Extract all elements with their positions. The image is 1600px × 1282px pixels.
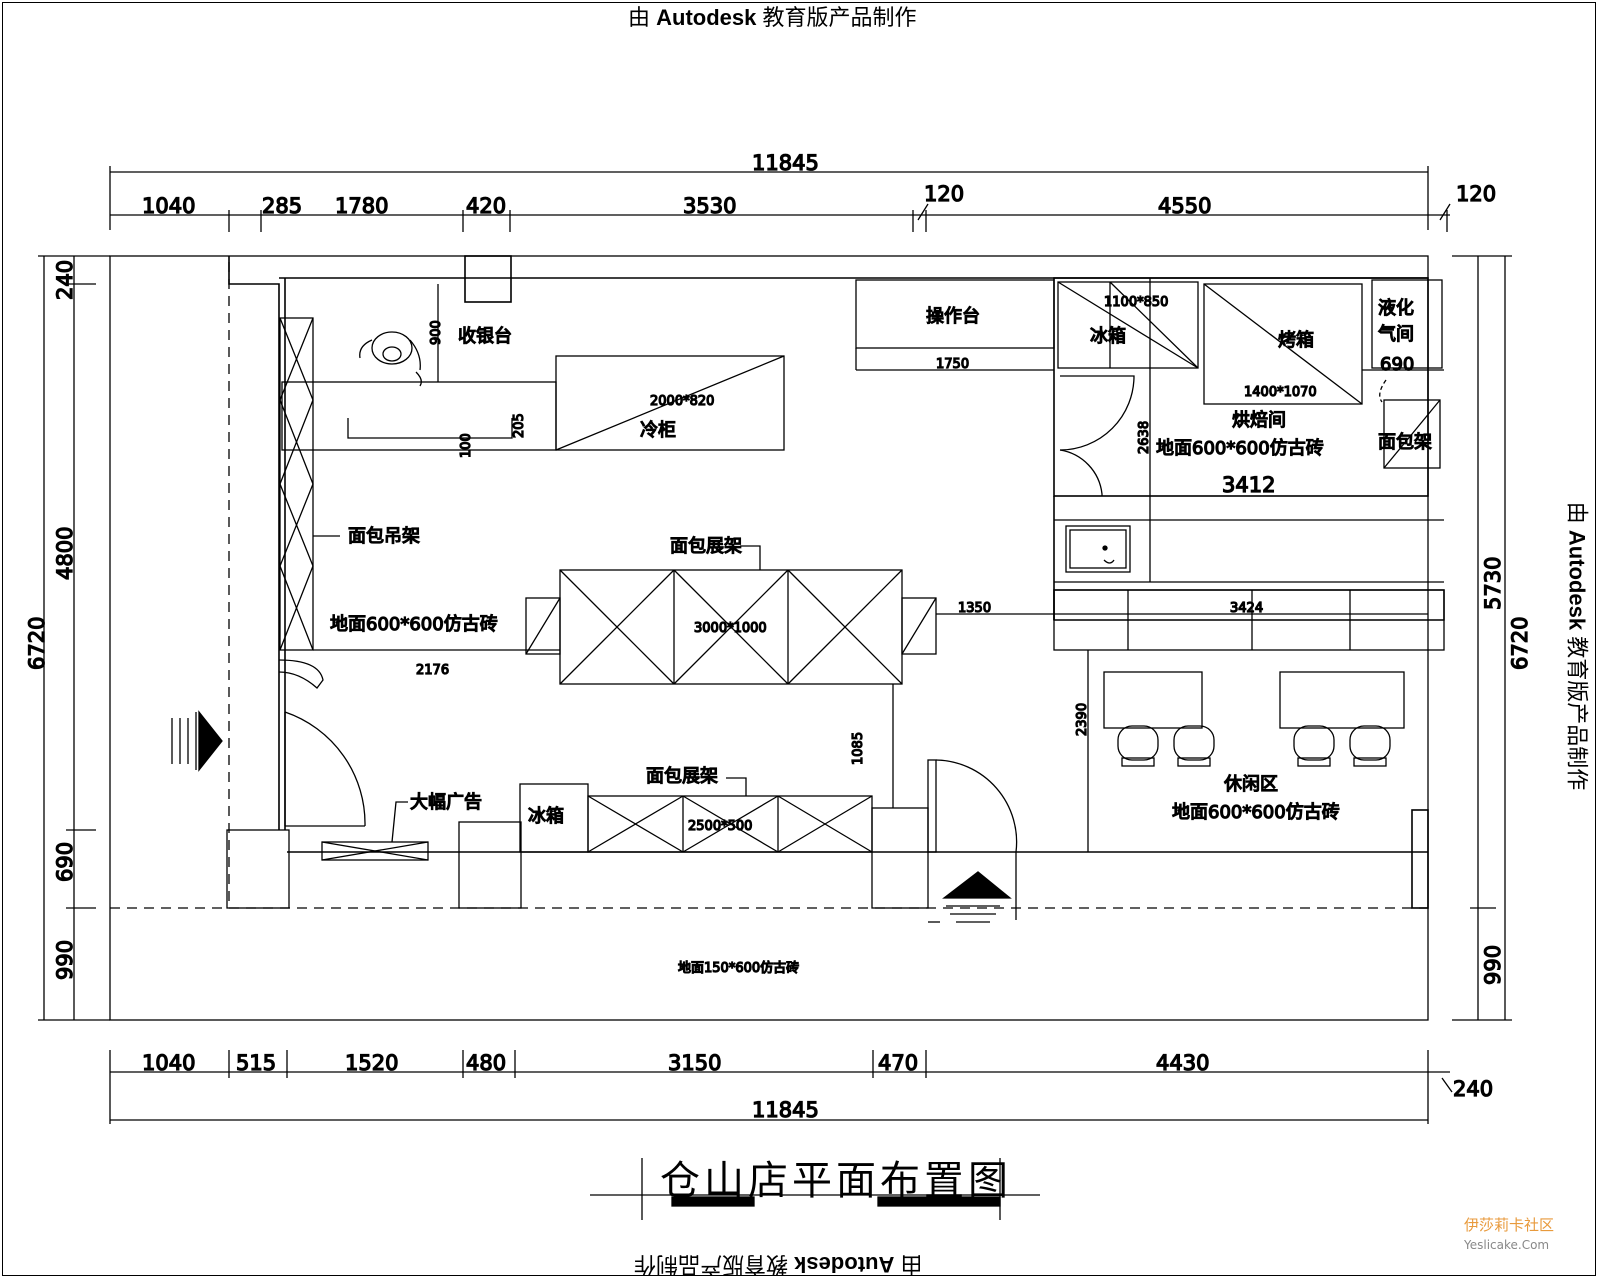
main-floor-label: 地面600*600仿古砖	[330, 614, 498, 635]
dim-205: 205	[512, 413, 527, 438]
dim-bottom-total: 11845	[752, 1098, 819, 1122]
fridge1-label: 冰箱	[1090, 326, 1126, 347]
display1-size: 3000*1000	[694, 621, 767, 636]
site-boundary	[109, 255, 1429, 1021]
dim-1350: 1350	[958, 601, 991, 616]
operation-table: 操作台 1750	[855, 279, 1055, 373]
dim-left-total: 6720	[25, 617, 49, 670]
chair	[1293, 725, 1335, 767]
dim-bottom-5: 3150	[668, 1051, 721, 1075]
dim-left-1: 240	[53, 260, 77, 300]
dim-right-total: 6720	[1508, 617, 1532, 670]
dim-2390: 2390	[1075, 703, 1090, 736]
dim-right-2: 990	[1481, 945, 1505, 985]
dim-top-5: 3530	[683, 194, 736, 218]
title-underline	[590, 1158, 1040, 1220]
bread-rack-room-label: 面包架	[1378, 432, 1432, 453]
display2-size: 2500*500	[688, 819, 752, 834]
bake-dim-h: 2638	[1137, 421, 1152, 454]
banner-ad: 大幅广告	[321, 791, 483, 861]
dim-left-4: 990	[53, 940, 77, 980]
dim-bottom-4: 480	[466, 1051, 506, 1075]
oven-label: 烤箱	[1278, 330, 1314, 351]
bread-hanging-rack: 面包吊架	[279, 317, 421, 651]
dim-top-1: 1040	[142, 194, 195, 218]
dim-left-3: 690	[53, 842, 77, 882]
entry-arrow-main[interactable]	[942, 871, 1012, 923]
cashier-label: 收银台	[458, 326, 512, 347]
dim-right-1: 5730	[1481, 557, 1505, 610]
dim-top-total: 11845	[752, 151, 819, 175]
oven-size: 1400*1070	[1244, 385, 1317, 400]
counter-row: 3424	[1053, 589, 1445, 651]
dim-bottom-3: 1520	[345, 1051, 398, 1075]
fridge1-size: 1100*850	[1104, 295, 1168, 310]
bread-display-rack-1: 面包展架 3000*1000	[525, 535, 937, 685]
bread-display-rack-2: 面包展架 2500*500	[587, 765, 873, 853]
rest-floor-label: 地面600*600仿古砖	[1172, 802, 1340, 823]
dim-top-8: 120	[1456, 182, 1496, 206]
rest-area-label: 休闲区	[1224, 774, 1278, 795]
dimension-left: 240 4800 6720 690 990	[24, 255, 110, 1021]
dim-bottom-1: 1040	[142, 1051, 195, 1075]
dim-3424: 3424	[1230, 601, 1263, 616]
banner-label: 大幅广告	[410, 792, 482, 813]
chair	[1349, 725, 1391, 767]
watermark-top: 由 Autodesk 教育版产品制作	[628, 5, 917, 30]
bake-room-floor: 地面600*600仿古砖	[1156, 438, 1324, 459]
dim-bottom-6: 470	[878, 1051, 918, 1075]
dim-100: 100	[459, 433, 474, 458]
dim-top-4: 420	[466, 194, 506, 218]
pillar-2	[458, 821, 522, 909]
bake-room-label: 烘焙间	[1232, 410, 1286, 431]
display2-label: 面包展架	[646, 766, 718, 787]
brand-url: Yeslicake.Com	[1464, 1238, 1550, 1252]
fridge2-label: 冰箱	[528, 806, 564, 827]
dim-bottom-2: 515	[236, 1051, 276, 1075]
chair	[1173, 725, 1215, 767]
gas-room-label-2: 气间	[1378, 324, 1414, 345]
pillar-3	[871, 807, 929, 909]
chair	[1117, 725, 1159, 767]
hang-rack-label: 面包吊架	[348, 526, 420, 547]
dimension-right: 5730 6720 990	[1452, 255, 1533, 1021]
cold-cabinet: 2000*820 冷柜	[555, 355, 785, 451]
rest-area: 2390 休闲区 地面600*600仿古砖	[1074, 650, 1405, 852]
dim-top-2: 285	[262, 194, 302, 218]
dimension-bottom: 11845 1040 515 1520 480 3150 470 4430 24…	[109, 1050, 1494, 1124]
cold-cabinet-label: 冷柜	[640, 420, 676, 441]
bake-dim-w: 3412	[1222, 473, 1275, 497]
cashier-area: 收银台 900 205 100	[281, 284, 557, 459]
display1-label: 面包展架	[670, 536, 742, 557]
fridge-2: 冰箱	[519, 783, 589, 853]
brand-mark: 伊莎莉卡社区	[1464, 1216, 1555, 1234]
dim-top-7: 4550	[1158, 194, 1211, 218]
dim-2176: 2176	[416, 663, 449, 678]
dim-top-6: 120	[924, 182, 964, 206]
pillar-1	[226, 829, 290, 909]
entry-arrow-left[interactable]	[171, 710, 223, 772]
baking-room: 1100*850 冰箱 烤箱 1400*1070 液化 气间 690 面包架 烘…	[1053, 277, 1444, 620]
dim-left-2: 4800	[53, 527, 77, 580]
dim-1085: 1085	[851, 732, 866, 765]
left-door	[278, 659, 366, 827]
dim-top-3: 1780	[335, 194, 388, 218]
cashier-dim: 900	[429, 320, 444, 345]
outdoor-floor-label: 地面150*600仿古砖	[678, 961, 799, 976]
gas-room-label-1: 液化	[1378, 298, 1414, 319]
cold-cabinet-size: 2000*820	[650, 394, 714, 409]
gas-dim: 690	[1380, 354, 1414, 375]
dim-bottom-8: 240	[1453, 1077, 1493, 1101]
dimension-top: 11845 1040 285 1780 420 3530 120 4550 12…	[109, 150, 1497, 232]
drawing-title: 仓山店平面布置图	[660, 1158, 1012, 1204]
dim-bottom-7: 4430	[1156, 1051, 1209, 1075]
op-table-dim: 1750	[936, 357, 969, 372]
op-table-label: 操作台	[926, 306, 980, 327]
main-door	[927, 759, 1018, 923]
